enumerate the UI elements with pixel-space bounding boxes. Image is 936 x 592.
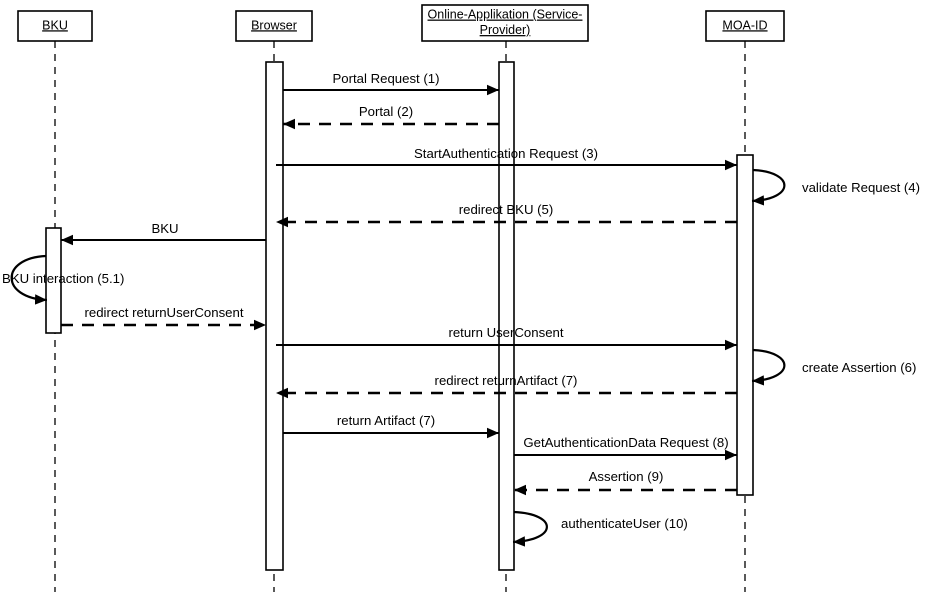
lifeline-header-box-online_applikation[interactable]: [421, 4, 589, 42]
lifeline-browser: Browser: [235, 10, 313, 592]
message-8[interactable]: GetAuthenticationData Request (8): [514, 435, 737, 461]
message-6-consent[interactable]: redirect returnUserConsent: [61, 305, 266, 331]
message-label: BKU interaction (5.1): [2, 271, 124, 286]
lifeline-label-online_applikation: Online-Applikation (Service-: [428, 8, 583, 22]
activation-bar-browser[interactable]: [265, 61, 284, 571]
lifeline-header-box-bku[interactable]: [17, 10, 93, 42]
message-5.1[interactable]: BKU interaction (5.1): [2, 254, 124, 305]
lifeline-label-online_applikation: Provider): [480, 23, 531, 37]
activations-layer: [45, 61, 754, 571]
message-6-create[interactable]: create Assertion (6): [751, 348, 916, 386]
lifeline-label-browser: Browser: [251, 18, 297, 32]
self-message-arrow: [512, 510, 548, 547]
activation-bar-online_applikation[interactable]: [498, 61, 515, 571]
message-3[interactable]: StartAuthentication Request (3): [276, 146, 737, 171]
message-label: Portal Request (1): [332, 71, 439, 86]
lifelines-layer: BKU Browser Online-Applikation (Service-Pr…: [17, 4, 785, 592]
message-label: redirect returnArtifact (7): [435, 373, 578, 388]
message-label: redirect BKU (5): [459, 202, 554, 217]
message-label: create Assertion (6): [802, 360, 916, 375]
message-4[interactable]: validate Request (4): [751, 168, 920, 206]
message-label: validate Request (4): [802, 180, 920, 195]
message-label: StartAuthentication Request (3): [414, 146, 598, 161]
message-label: Portal (2): [359, 104, 413, 119]
message-label: BKU: [151, 221, 178, 236]
message-9[interactable]: Assertion (9): [514, 469, 737, 496]
message-label: GetAuthenticationData Request (8): [523, 435, 728, 450]
messages-layer: Portal Request (1) Portal (2) StartAuthent…: [2, 71, 920, 547]
activation-bar-moa_id[interactable]: [736, 154, 754, 496]
self-message-arrow: [751, 348, 786, 386]
message-2[interactable]: Portal (2): [283, 104, 499, 130]
message-label: return Artifact (7): [337, 413, 435, 428]
lifeline-bku: BKU: [17, 10, 93, 592]
message-7[interactable]: redirect returnArtifact (7): [276, 373, 737, 399]
self-message-arrow: [751, 168, 786, 206]
message-label: redirect returnUserConsent: [84, 305, 243, 320]
message-10[interactable]: authenticateUser (10): [512, 510, 688, 547]
message-label: return UserConsent: [448, 325, 563, 340]
lifeline-header-box-moa_id[interactable]: [705, 10, 785, 42]
message-label: authenticateUser (10): [561, 516, 688, 531]
lifeline-header-box-browser[interactable]: [235, 10, 313, 42]
message-1[interactable]: Portal Request (1): [283, 71, 499, 96]
message-label: Assertion (9): [589, 469, 664, 484]
self-message-arrow: [10, 254, 48, 305]
activation-bar-bku[interactable]: [45, 227, 62, 334]
lifeline-label-moa_id: MOA-ID: [722, 18, 767, 32]
lifeline-label-bku: BKU: [42, 18, 68, 32]
message-7b[interactable]: return Artifact (7): [283, 413, 499, 439]
message-5-bku[interactable]: BKU: [61, 221, 266, 246]
message-5[interactable]: redirect BKU (5): [276, 202, 737, 228]
message-6[interactable]: return UserConsent: [276, 325, 737, 351]
